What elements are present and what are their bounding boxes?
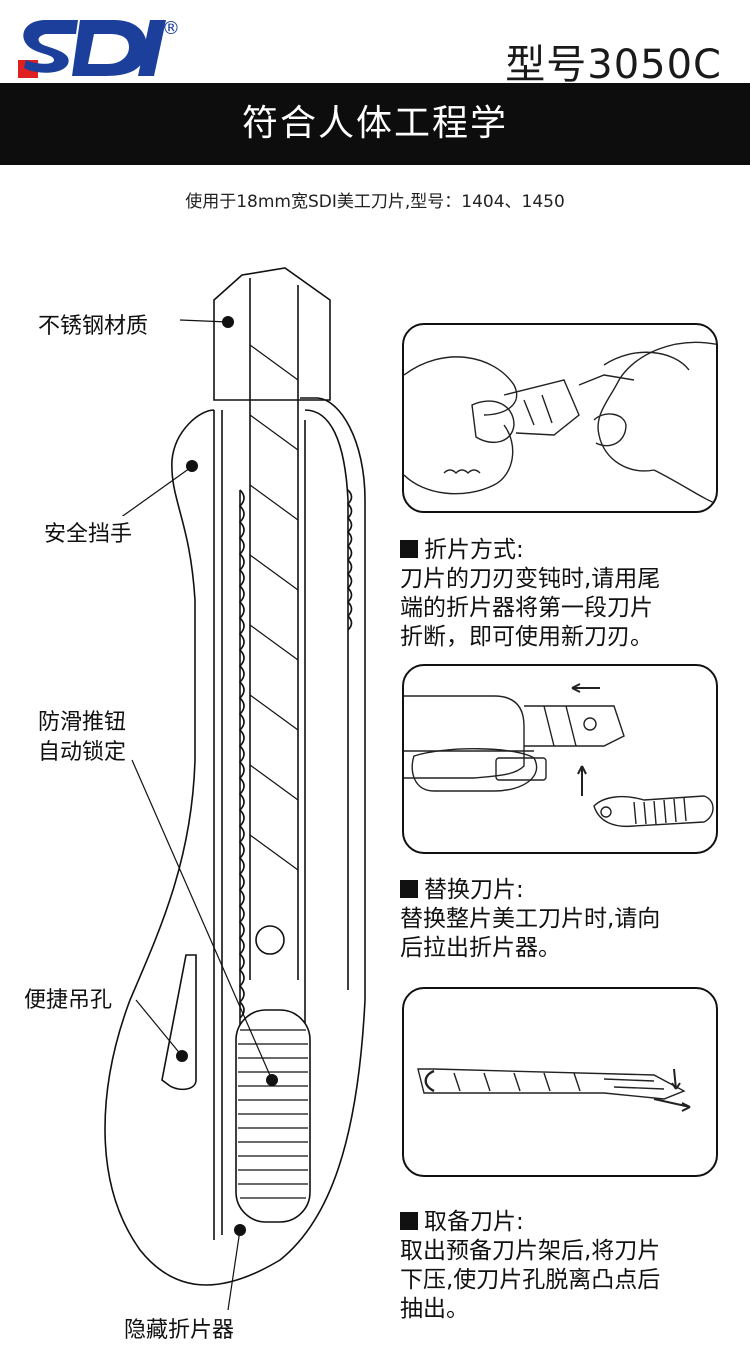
hands-snapping-blade-photo xyxy=(402,323,718,513)
square-bullet-icon xyxy=(400,540,418,558)
callout-hidden-snapper: 隐藏折片器 xyxy=(124,1312,235,1344)
note-snap-body-2: 端的折片器将第一段刀片 xyxy=(400,595,653,621)
spare-blade-photo xyxy=(402,987,718,1177)
note-spare-body-1: 取出预备刀片架后,将刀片 xyxy=(400,1238,661,1264)
square-bullet-icon xyxy=(400,1212,418,1230)
note-spare-title: 取备刀片: xyxy=(424,1209,524,1235)
callout-stainless: 不锈钢材质 xyxy=(38,308,149,340)
compatibility-subtitle: 使用于18mm宽SDI美工刀片,型号：1404、1450 xyxy=(185,192,565,212)
callout-hanging-hole: 便捷吊孔 xyxy=(24,982,113,1014)
callout-slider-line2: 自动锁定 xyxy=(38,734,127,766)
note-snap-body-1: 刀片的刀刃变钝时,请用尾 xyxy=(400,566,661,592)
note-snap-title: 折片方式: xyxy=(424,537,524,563)
note-replace-body-2: 后拉出折片器。 xyxy=(400,935,561,961)
callout-guard: 安全挡手 xyxy=(44,516,133,548)
sdi-logo: ® xyxy=(18,18,180,78)
note-replace-body-1: 替换整片美工刀片时,请向 xyxy=(400,906,661,932)
utility-knife-illustration xyxy=(104,267,366,1311)
callout-slider-line1: 防滑推钮 xyxy=(38,704,127,736)
note-snap-method: 折片方式: 刀片的刀刃变钝时,请用尾 端的折片器将第一段刀片 折断，即可使用新刀… xyxy=(400,536,740,652)
note-replace-title: 替换刀片: xyxy=(424,877,524,903)
note-spare-body-3: 抽出。 xyxy=(400,1296,469,1322)
note-spare-body-2: 下压,使刀片孔脱离凸点后 xyxy=(400,1267,661,1293)
square-bullet-icon xyxy=(400,880,418,898)
note-spare-blade: 取备刀片: 取出预备刀片架后,将刀片 下压,使刀片孔脱离凸点后 抽出。 xyxy=(400,1208,740,1324)
banner-title: 符合人体工程学 xyxy=(0,83,750,165)
note-snap-body-3: 折断，即可使用新刀刃。 xyxy=(400,624,653,650)
note-replace-blade: 替换刀片: 替换整片美工刀片时,请向 后拉出折片器。 xyxy=(400,876,740,963)
registered-mark: ® xyxy=(162,18,180,39)
blade-replacement-photo xyxy=(402,664,718,854)
model-label: 型号3050C xyxy=(505,42,722,88)
